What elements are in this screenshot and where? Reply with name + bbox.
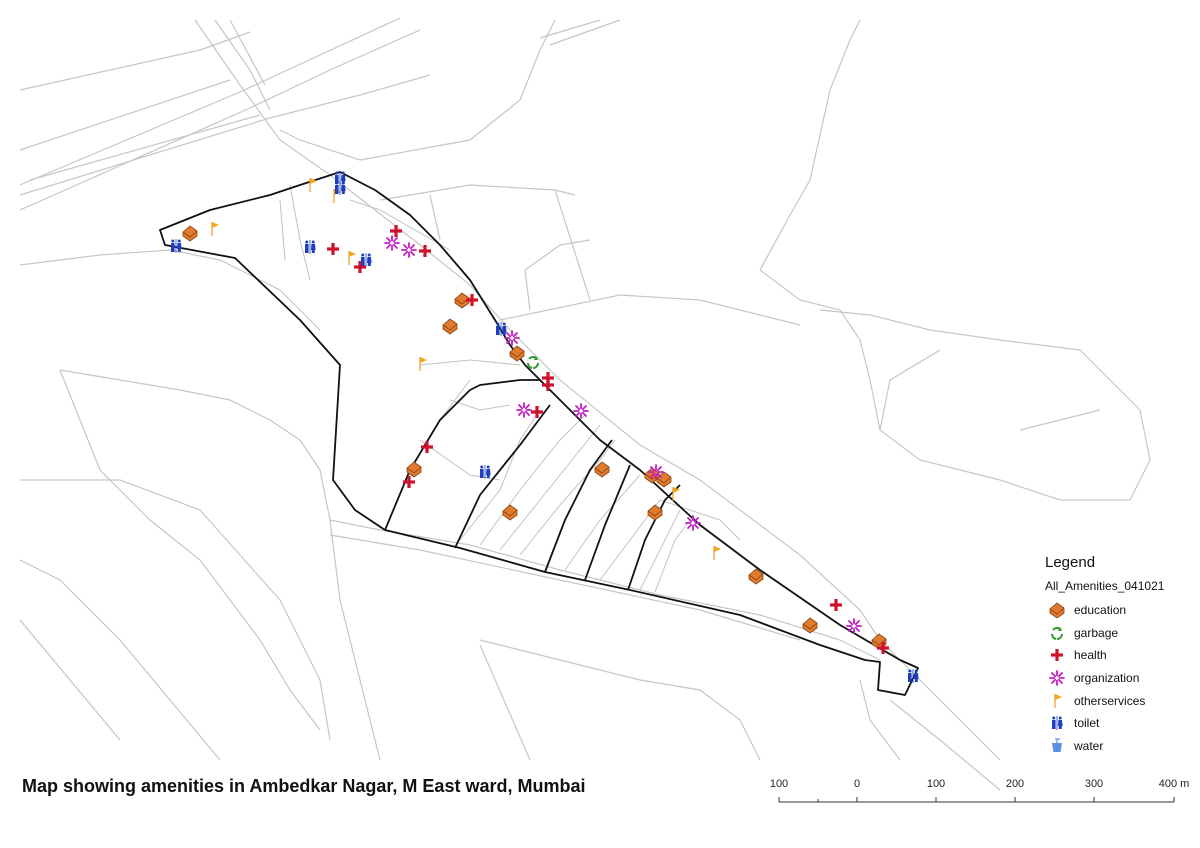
organization-marker: [846, 618, 862, 634]
legend-title: Legend: [1045, 554, 1096, 571]
toilet-marker: [304, 239, 317, 255]
education-marker: [594, 461, 610, 478]
scale-line: [778, 797, 1175, 803]
legend-item-education: education: [1045, 599, 1195, 622]
legend-item-toilet: toilet: [1045, 712, 1195, 735]
education-icon: [1049, 602, 1065, 619]
flag-icon: [1054, 693, 1062, 708]
scale-label: 100: [926, 778, 946, 790]
toilet-marker: [334, 180, 347, 196]
otherservices-marker: [348, 250, 357, 266]
toilet-marker: [479, 464, 492, 480]
education-marker: [406, 461, 422, 478]
otherservices-marker: [713, 545, 722, 561]
toilet-marker: [495, 321, 508, 337]
organization-marker: [516, 402, 532, 418]
road-network: [19, 17, 1151, 791]
toilet-marker: [907, 668, 920, 684]
education-marker: [182, 225, 198, 242]
organization-marker: [384, 235, 400, 251]
legend-layer-name: All_Amenities_041021: [1045, 579, 1165, 593]
legend-label: garbage: [1074, 625, 1119, 640]
legend-label: water: [1074, 738, 1104, 753]
cross-icon: [1051, 649, 1063, 662]
organization-marker: [504, 330, 520, 346]
legend-item-garbage: garbage: [1045, 622, 1195, 645]
legend-label: education: [1074, 603, 1127, 618]
legend-item-health: health: [1045, 644, 1195, 667]
organization-marker: [685, 515, 701, 531]
education-marker: [502, 504, 518, 521]
legend-label: organization: [1074, 671, 1140, 686]
toilet-icon: [1052, 716, 1063, 731]
water-tap-icon: [1052, 738, 1062, 752]
scale-bar: 100 0 100 200 300 400 m: [770, 778, 1190, 818]
recycle-icon: [1051, 626, 1063, 640]
health-marker: [327, 243, 339, 255]
health-marker: [830, 599, 842, 611]
legend: Legend All_Amenities_041021 education ga…: [1045, 554, 1195, 757]
internal-lanes: [279, 184, 741, 593]
legend-label: toilet: [1074, 716, 1100, 731]
organization-marker: [401, 242, 417, 258]
asterisk-icon: [1049, 670, 1065, 686]
scale-label: 300: [1084, 778, 1104, 790]
toilet-marker: [170, 238, 183, 254]
map-title: Map showing amenities in Ambedkar Nagar,…: [22, 776, 586, 796]
toilet-marker: [360, 252, 373, 268]
garbage-marker: [526, 355, 539, 369]
scale-label: 0: [853, 778, 861, 790]
scale-label: 400 m: [1158, 778, 1190, 790]
legend-item-water: water: [1045, 735, 1195, 758]
legend-label: health: [1074, 648, 1107, 663]
scale-label: 100: [769, 778, 789, 790]
legend-item-otherservices: otherservices: [1045, 689, 1195, 712]
otherservices-marker: [672, 486, 681, 502]
health-marker: [419, 245, 431, 257]
organization-marker: [573, 403, 589, 419]
legend-label: otherservices: [1074, 693, 1146, 708]
scale-label: 200: [1005, 778, 1025, 790]
education-marker: [802, 617, 818, 634]
education-marker: [442, 318, 458, 335]
health-marker: [403, 476, 415, 488]
health-marker: [542, 379, 554, 391]
otherservices-marker: [211, 221, 220, 237]
settlement-boundary: [159, 171, 919, 696]
health-marker: [421, 441, 433, 453]
education-marker: [647, 504, 663, 521]
legend-item-organization: organization: [1045, 667, 1195, 690]
